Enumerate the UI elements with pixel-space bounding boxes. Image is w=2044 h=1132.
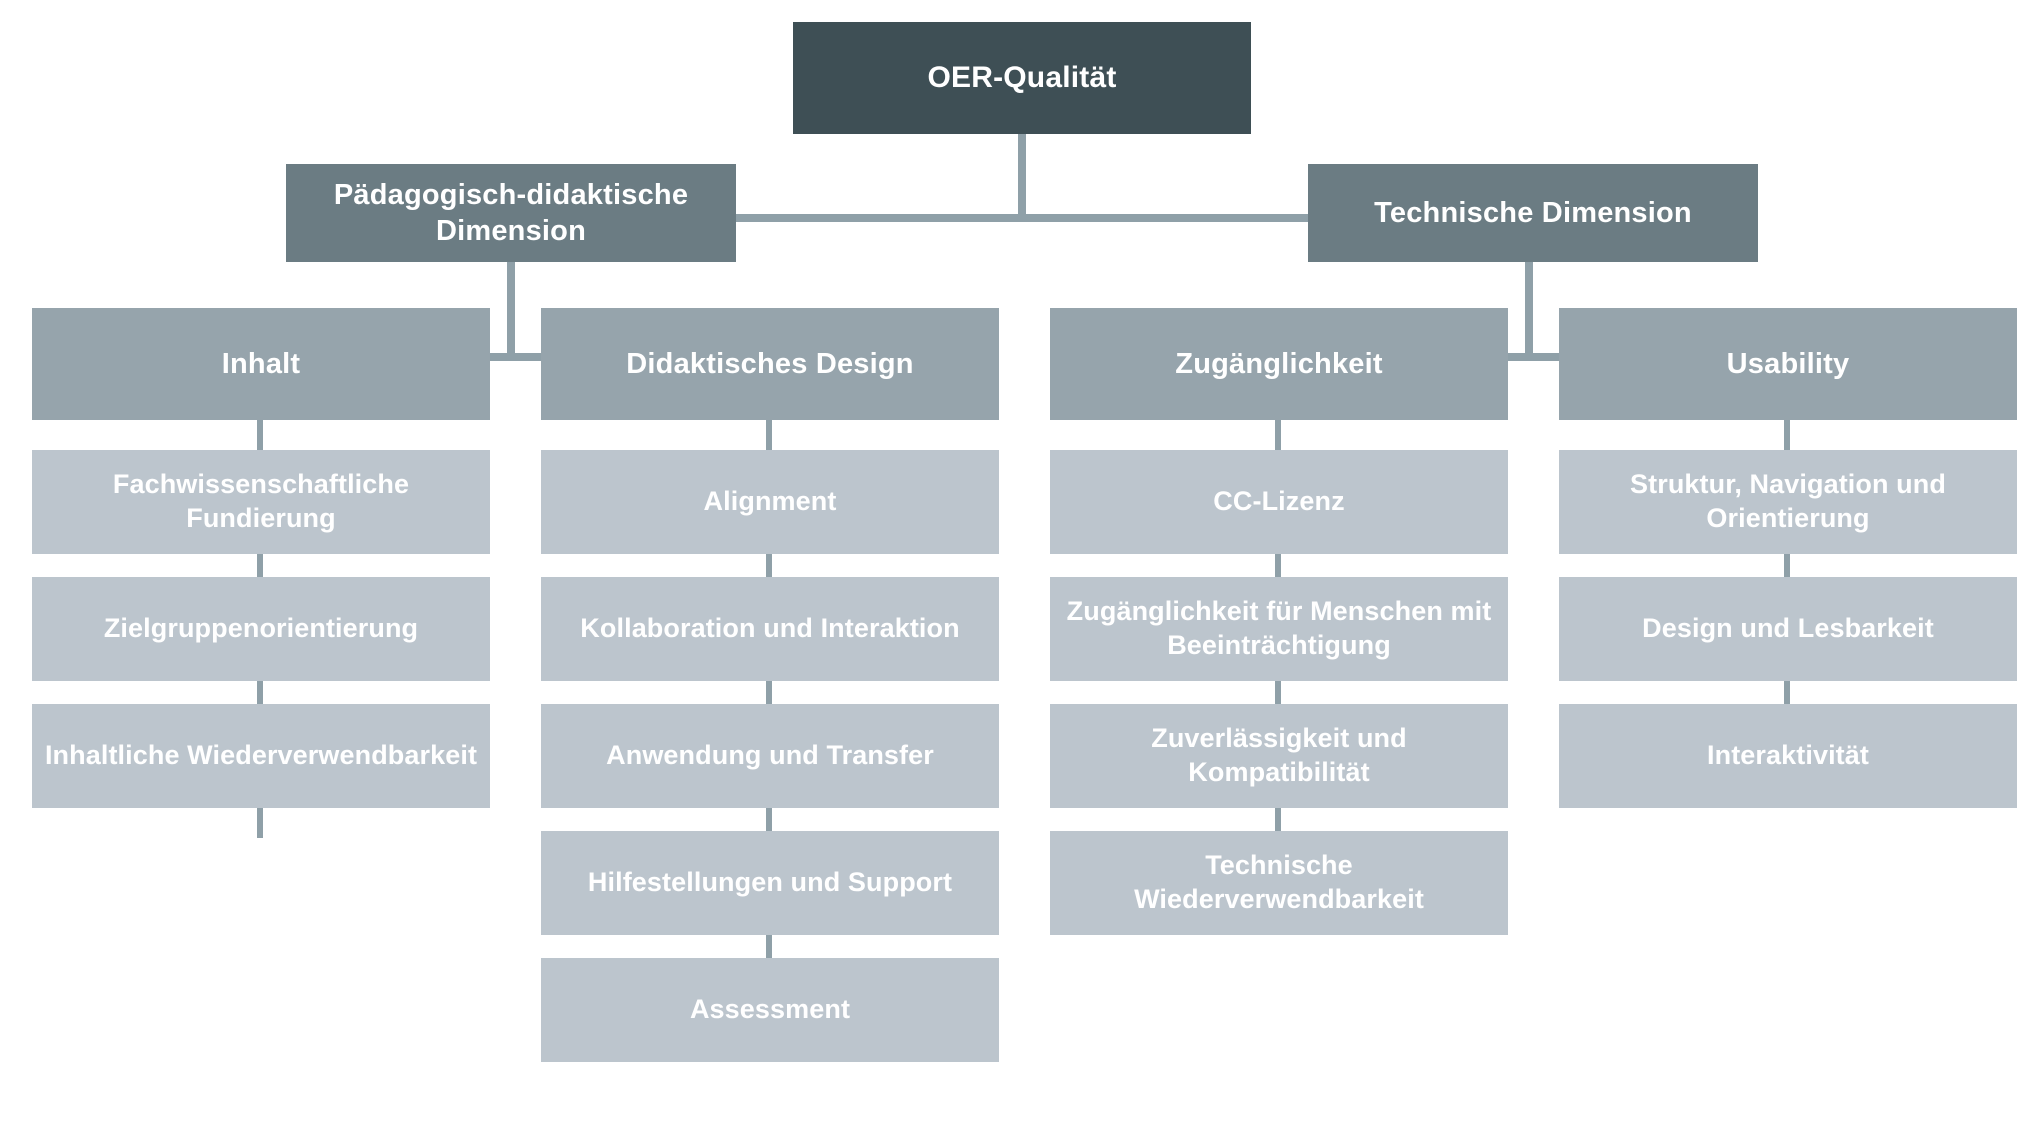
node-criterion-technische-wiederverwendbarkeit[interactable]: Technische Wiederverwendbarkeit: [1050, 831, 1508, 935]
connector-spine-didaktisches-design: [766, 418, 772, 966]
node-category-didaktisches-design[interactable]: Didaktisches Design: [541, 308, 999, 420]
connector-technical-crossbar: [1488, 353, 1598, 361]
node-criterion-cc-lizenz[interactable]: CC-Lizenz: [1050, 450, 1508, 554]
connector-spine-usability: [1784, 418, 1790, 734]
node-criterion-label: Zuverlässigkeit und Kompatibilität: [1151, 723, 1407, 787]
node-criterion-zuverlaessigkeit-und-kompatibilitaet[interactable]: Zuverlässigkeit und Kompatibilität: [1050, 704, 1508, 808]
node-criterion-label: Kollaboration und Interaktion: [580, 613, 960, 644]
node-criterion-label: Struktur, Navigation und Orientierung: [1630, 469, 1946, 533]
connector-pedagogical-stem: [507, 262, 515, 360]
node-criterion-label: Interaktivität: [1707, 740, 1869, 771]
node-criterion-label: Hilfestellungen und Support: [587, 867, 953, 898]
node-dimension-pedagogical-label: Pädagogisch-didaktische Dimension: [333, 178, 689, 247]
connector-pedagogical-crossbar: [470, 353, 580, 361]
node-category-zugaenglichkeit-label: Zugänglichkeit: [1175, 347, 1383, 380]
connector-technical-stem: [1525, 262, 1533, 360]
node-category-usability[interactable]: Usability: [1559, 308, 2017, 420]
connector-root-stem: [1018, 134, 1026, 222]
connector-root-crossbar: [736, 214, 1308, 222]
node-criterion-zielgruppenorientierung[interactable]: Zielgruppenorientierung: [32, 577, 490, 681]
node-category-usability-label: Usability: [1726, 347, 1850, 380]
node-category-zugaenglichkeit[interactable]: Zugänglichkeit: [1050, 308, 1508, 420]
node-criterion-struktur-navigation-und-orientierung[interactable]: Struktur, Navigation und Orientierung: [1559, 450, 2017, 554]
node-dimension-pedagogical[interactable]: Pädagogisch-didaktische Dimension: [286, 164, 736, 262]
node-criterion-assessment[interactable]: Assessment: [541, 958, 999, 1062]
node-criterion-fachwissenschaftliche-fundierung[interactable]: Fachwissenschaftliche Fundierung: [32, 450, 490, 554]
node-criterion-kollaboration-und-interaktion[interactable]: Kollaboration und Interaktion: [541, 577, 999, 681]
node-criterion-label: Design und Lesbarkeit: [1642, 613, 1934, 644]
node-criterion-alignment[interactable]: Alignment: [541, 450, 999, 554]
node-criterion-design-und-lesbarkeit[interactable]: Design und Lesbarkeit: [1559, 577, 2017, 681]
node-category-inhalt[interactable]: Inhalt: [32, 308, 490, 420]
node-dimension-technical[interactable]: Technische Dimension: [1308, 164, 1758, 262]
node-criterion-interaktivitaet[interactable]: Interaktivität: [1559, 704, 2017, 808]
node-criterion-label: Technische Wiederverwendbarkeit: [1134, 850, 1424, 914]
node-dimension-technical-label: Technische Dimension: [1374, 196, 1692, 229]
node-criterion-zugaenglichkeit-fuer-menschen-mit-beeintraechtigung[interactable]: Zugänglichkeit für Menschen mit Beeinträ…: [1050, 577, 1508, 681]
node-category-didaktisches-design-label: Didaktisches Design: [626, 347, 914, 380]
node-criterion-label: CC-Lizenz: [1213, 486, 1345, 517]
node-root-oer-qualitaet[interactable]: OER-Qualität: [793, 22, 1251, 134]
node-criterion-label: Zielgruppenorientierung: [103, 613, 419, 644]
node-criterion-label: Zugänglichkeit für Menschen mit Beeinträ…: [1066, 596, 1492, 660]
node-criterion-label: Anwendung und Transfer: [606, 740, 934, 771]
node-criterion-label: Fachwissenschaftliche Fundierung: [112, 469, 410, 533]
node-criterion-hilfestellungen-und-support[interactable]: Hilfestellungen und Support: [541, 831, 999, 935]
node-criterion-label: Inhaltliche Wiederverwendbarkeit: [44, 740, 478, 771]
node-criterion-label: Assessment: [689, 994, 851, 1025]
node-category-inhalt-label: Inhalt: [221, 347, 301, 380]
node-criterion-anwendung-und-transfer[interactable]: Anwendung und Transfer: [541, 704, 999, 808]
node-criterion-label: Alignment: [703, 486, 837, 517]
node-criterion-inhaltliche-wiederverwendbarkeit[interactable]: Inhaltliche Wiederverwendbarkeit: [32, 704, 490, 808]
node-root-label: OER-Qualität: [927, 61, 1117, 95]
